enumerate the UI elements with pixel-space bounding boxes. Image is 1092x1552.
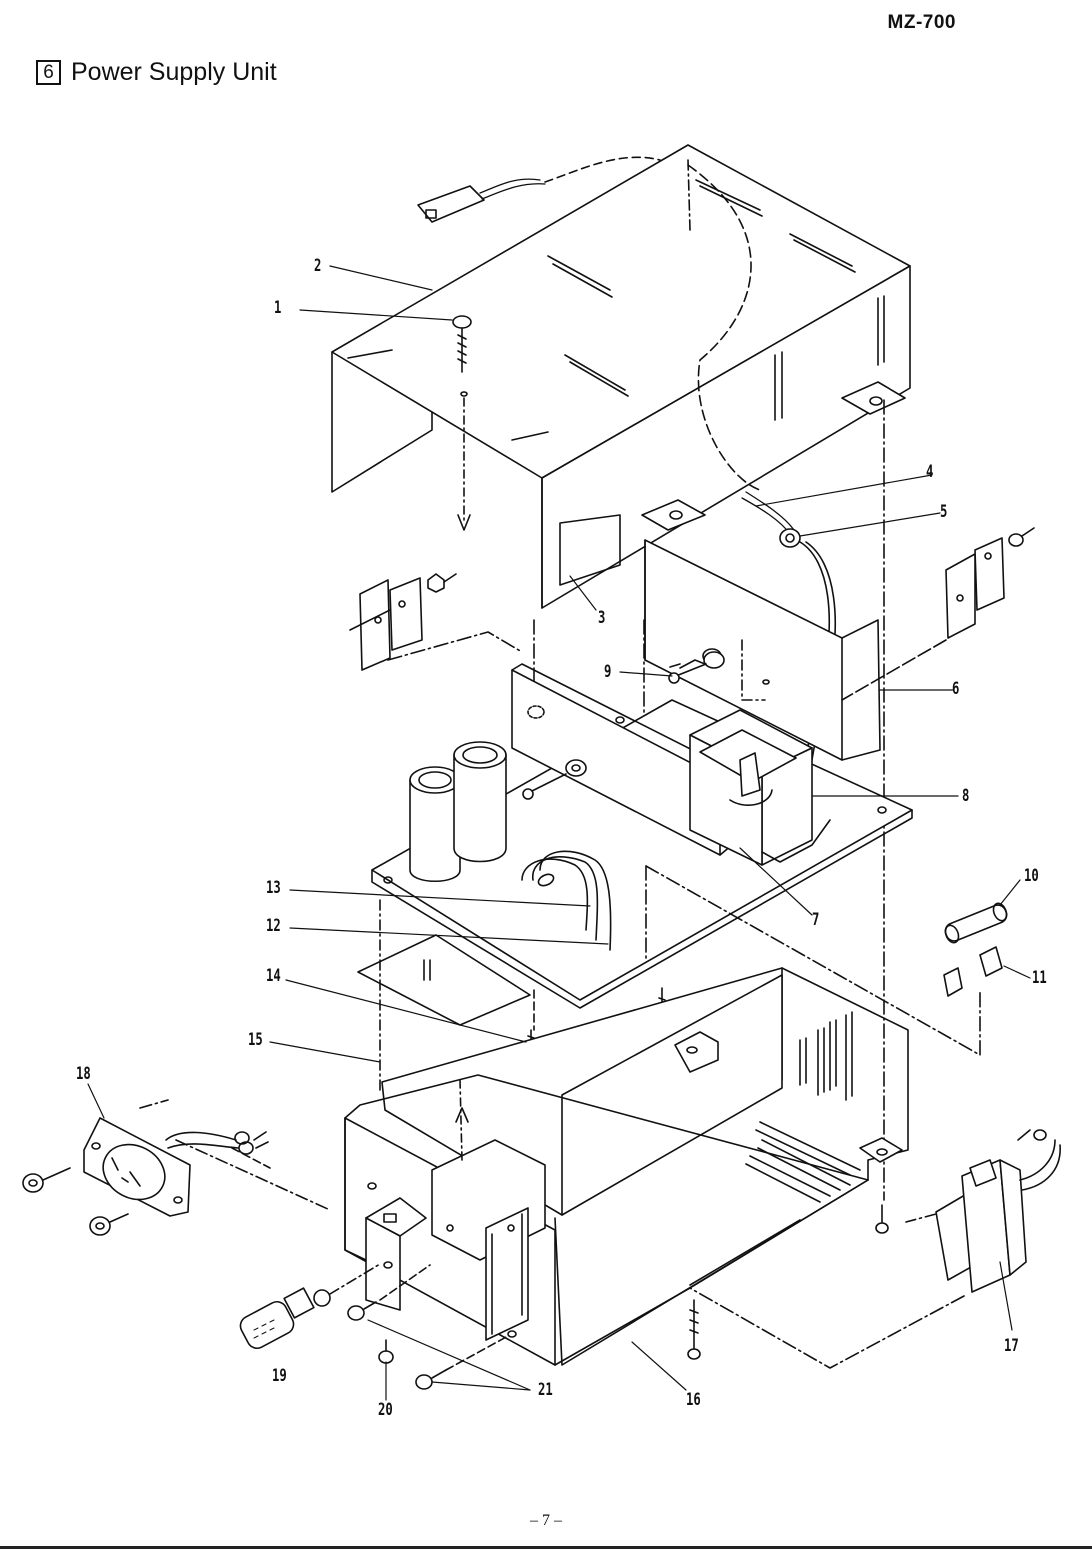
fuse-clips <box>943 946 1003 997</box>
right-bracket-part <box>841 527 1035 701</box>
callout-6: 6 <box>952 679 960 699</box>
model-label: MZ-700 <box>887 12 956 33</box>
callout-19: 19 <box>272 1366 287 1386</box>
callout-14: 14 <box>266 966 281 986</box>
left-bracket-part <box>349 573 457 671</box>
rocker-switch <box>689 1129 1061 1369</box>
page-number: – 7 – <box>530 1512 562 1529</box>
callout-7: 7 <box>812 910 820 930</box>
top-cover <box>331 144 911 609</box>
callout-8: 8 <box>962 786 970 806</box>
callout-5: 5 <box>940 502 948 522</box>
callout-12: 12 <box>266 916 281 936</box>
section-heading: 6 Power Supply Unit <box>36 58 277 87</box>
cable-connector <box>417 156 661 223</box>
callout-2: 2 <box>314 256 322 276</box>
section-number: 6 <box>36 60 61 85</box>
callout-4: 4 <box>926 462 934 482</box>
section-title: Power Supply Unit <box>71 58 277 86</box>
ac-inlet <box>22 1099 331 1236</box>
fuse <box>944 902 1008 944</box>
callout-20: 20 <box>378 1400 393 1420</box>
screw-1 <box>452 315 472 531</box>
transformer <box>689 709 831 866</box>
callout-18: 18 <box>76 1064 91 1084</box>
callout-15: 15 <box>248 1030 263 1050</box>
capacitors <box>409 741 507 882</box>
main-board <box>371 651 913 1009</box>
bottom-rule <box>0 1546 1092 1549</box>
callout-9: 9 <box>604 662 612 682</box>
callout-11: 11 <box>1032 968 1047 988</box>
callout-3: 3 <box>598 608 606 628</box>
leader-lines <box>87 265 1031 1401</box>
callout-17: 17 <box>1004 1336 1019 1356</box>
callout-21: 21 <box>538 1380 553 1400</box>
callout-16: 16 <box>686 1390 701 1410</box>
callout-1: 1 <box>274 298 282 318</box>
callout-10: 10 <box>1024 866 1039 886</box>
fuse-holder <box>239 1263 381 1350</box>
insulator-sheet <box>357 899 535 1091</box>
callout-13: 13 <box>266 878 281 898</box>
bottom-chassis <box>344 967 909 1366</box>
